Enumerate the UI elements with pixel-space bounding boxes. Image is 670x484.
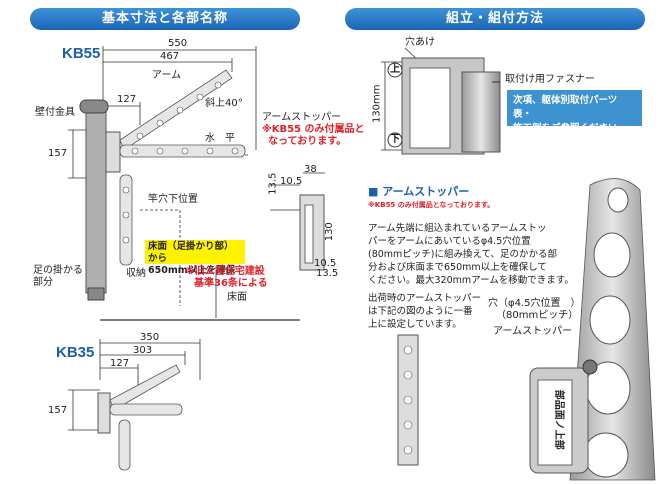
- label-floor: 床面: [227, 292, 247, 303]
- stopper-body-line-4: 分および床面まで650mm以上を確保して: [368, 262, 547, 273]
- hole-label-1: 穴（φ4.5穴位置 ）: [488, 298, 581, 309]
- assembly-hole-label: 穴あけ: [405, 37, 435, 48]
- stopper-body: アーム先端に組込まれているアームストッ パーをアームにあいているφ4.5穴位置 …: [368, 222, 583, 287]
- header-assembly: 組立・組付方法: [345, 8, 645, 30]
- warn-box-line-2: 650mm以上を確保: [148, 265, 236, 276]
- callout-line-1: 次項、躯体別取付パーツ表・: [513, 95, 618, 120]
- label-wall-bracket: 壁付金具: [35, 107, 75, 118]
- stopper-body-line-1: アーム先端に組込まれているアームストッ: [368, 223, 547, 234]
- dim-550: 550: [168, 38, 188, 49]
- warn-note-1: ※旧公営住宅建設: [185, 266, 265, 277]
- label-pole-hole: 竿穴下位置: [148, 194, 198, 205]
- kb35-dim-127: 127: [110, 358, 130, 369]
- dim-127: 127: [117, 94, 137, 105]
- dim-157: 157: [48, 148, 68, 159]
- assembly-callout: 次項、躯体別取付パーツ表・ 施工例をご参照ください: [507, 90, 642, 134]
- assembly-fastener-label: 取付け用ファスナー: [505, 74, 595, 85]
- kb35-dim-157: 157: [48, 405, 68, 416]
- bracket-text: 部品面ノ上部: [552, 389, 564, 450]
- warn-box-line-1: 床面（足掛かり部）から: [148, 241, 234, 264]
- warn-note-2: 基準36条による: [194, 278, 268, 289]
- assembly-height-130: 130mm: [371, 84, 383, 124]
- stopper-body-line-3: (80mmピッチ)に組み換えて、足のかかる部: [368, 249, 558, 260]
- ship-line-2: は下記の図のように一番: [368, 306, 473, 317]
- header-basic-dimensions: 基本寸法と各部名称: [30, 8, 300, 30]
- label-arm: アーム: [152, 70, 182, 81]
- dim-467: 467: [160, 51, 180, 62]
- stopper-subtitle: ※KB55 のみ付属品となっております。: [368, 201, 495, 209]
- label-foot-1: 足の掛かる: [33, 265, 83, 276]
- kb35-dim-303: 303: [133, 345, 153, 356]
- stopper-shipping-note: 出荷時のアームストッパー は下記の図のように一番 上に設定しています。: [368, 292, 498, 331]
- stopper-body-line-5: ください。最大320mmアームを移動できます。: [368, 275, 574, 286]
- side-dim-13-5-bot: 13.5: [316, 268, 339, 279]
- kb55-model-label: KB55: [62, 45, 101, 62]
- label-stored: 収納: [126, 268, 146, 279]
- assembly-bottom-mark: 下: [390, 134, 400, 145]
- stopper-title: ■ アームストッパー: [368, 185, 470, 198]
- clearance-warning-box: 床面（足掛かり部）から 650mm以上を確保: [145, 240, 245, 276]
- side-dim-13-5-top: 13.5: [267, 172, 279, 195]
- side-dim-10-5: 10.5: [280, 176, 303, 187]
- label-angle: 斜上40°: [205, 98, 243, 109]
- stopper-tag: アームストッパー: [493, 326, 573, 337]
- side-dim-38: 38: [304, 164, 317, 175]
- label-level: 水 平: [205, 133, 235, 144]
- stopper-label: アームストッパー: [262, 112, 342, 123]
- ship-line-3: 上に設定しています。: [368, 319, 462, 330]
- label-foot-2: 部分: [33, 277, 53, 288]
- stopper-note-2: なっております。: [268, 136, 347, 147]
- side-dim-130: 130: [323, 222, 335, 242]
- stopper-body-line-2: パーをアームにあいているφ4.5穴位置: [368, 236, 531, 247]
- ship-line-1: 出荷時のアームストッパー: [368, 293, 482, 304]
- assembly-top-mark: 上: [390, 64, 400, 75]
- hole-label-2: （80mmピッチ）: [496, 310, 579, 321]
- callout-line-2: 施工例をご参照ください: [513, 123, 618, 134]
- stopper-note-1: ※KB55 のみ付属品と: [262, 124, 365, 135]
- kb35-model-label: KB35: [56, 344, 95, 361]
- side-dim-10-5-b: 10.5: [314, 258, 337, 269]
- kb35-dim-350: 350: [140, 332, 160, 343]
